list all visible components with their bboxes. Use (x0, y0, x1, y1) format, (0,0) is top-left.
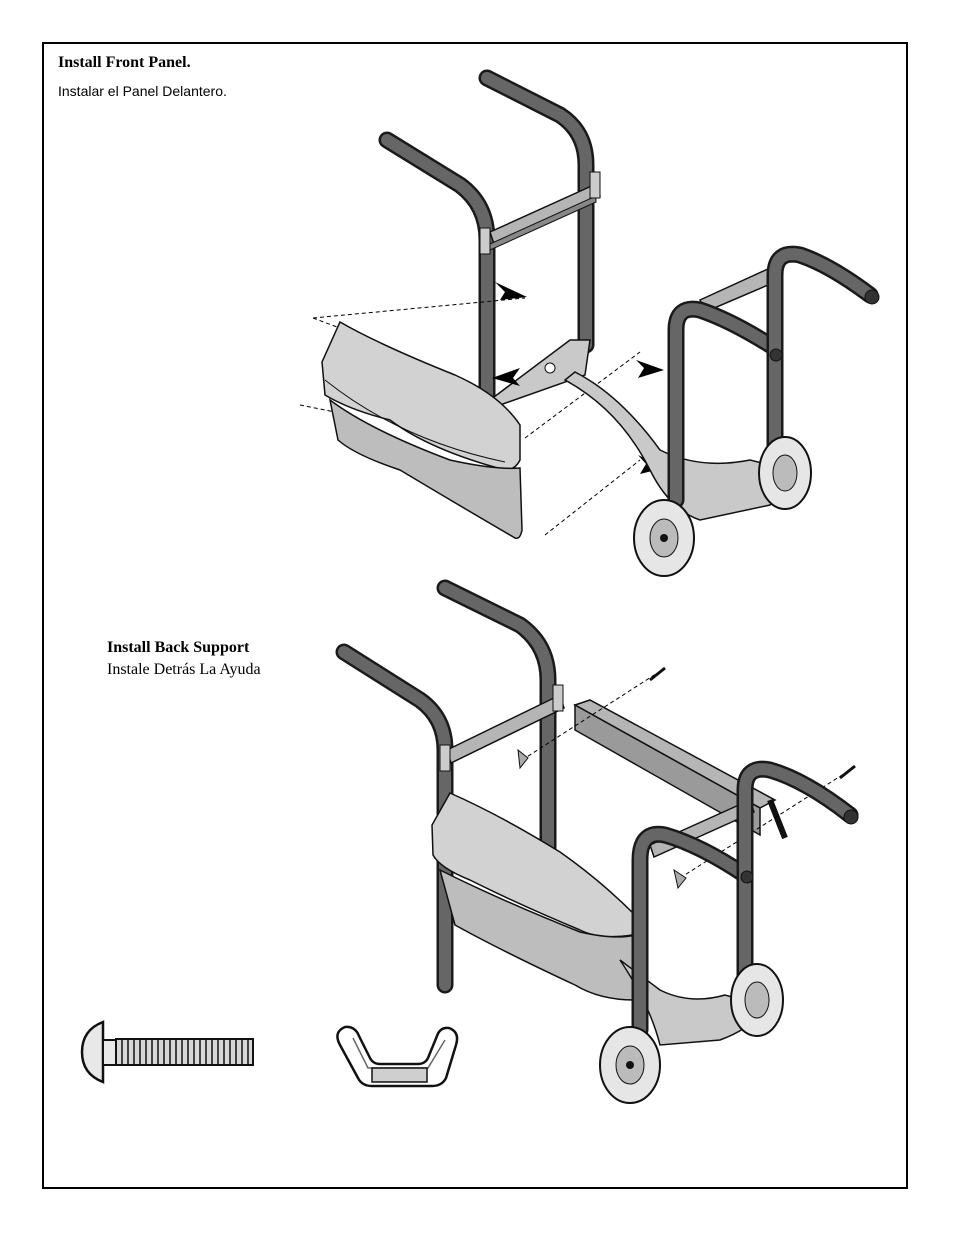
cart-frame-left (378, 69, 601, 406)
back-support-diagram (335, 579, 859, 1104)
wheeled-base-assembled (599, 760, 859, 1104)
back-support-rail (573, 699, 788, 840)
rear-wheel-assembled (730, 963, 784, 1037)
step1-subtitle: Instalar el Panel Delantero. (58, 83, 227, 99)
wing-nut-small-1 (517, 748, 529, 770)
step2-subtitle: Instale Detrás La Ayuda (107, 661, 261, 678)
page-frame (42, 42, 908, 1189)
wing-nut-small-2 (673, 868, 687, 890)
front-panel-assembled (431, 792, 636, 1001)
cart-frame-assembled (335, 579, 565, 994)
wheeled-base (563, 245, 880, 577)
wing-nut-icon (336, 1025, 459, 1088)
front-panel-diagram (299, 69, 880, 577)
front-wheel (633, 499, 695, 577)
carriage-bolt-small-2 (839, 764, 856, 780)
carriage-bolt-icon (80, 1020, 254, 1084)
carriage-bolt-small-1 (649, 666, 666, 682)
front-panel (321, 320, 523, 540)
rear-wheel (758, 436, 812, 510)
step2-title: Install Back Support (107, 639, 250, 656)
step1-title: Install Front Panel. (58, 54, 191, 71)
front-wheel-assembled (599, 1026, 661, 1104)
